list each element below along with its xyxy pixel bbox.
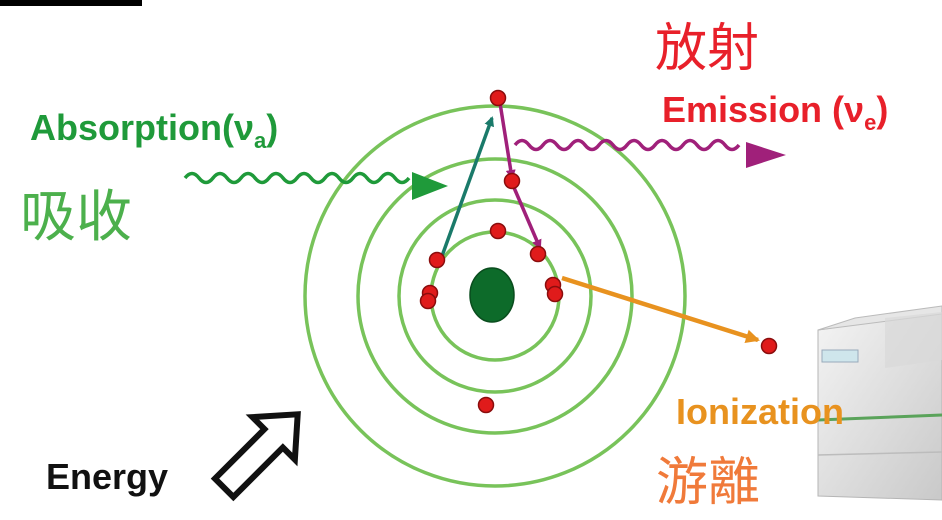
orbit-rings xyxy=(303,104,687,488)
energy-arrow-icon xyxy=(210,411,301,502)
electron-top xyxy=(489,89,507,107)
ionization-label: Ionization xyxy=(676,391,844,432)
absorption-label: Absorption(νa) xyxy=(30,107,278,153)
absorption-cn-label: 吸收 xyxy=(20,185,132,250)
ionization-cn-label: 游離 xyxy=(656,453,760,513)
electron-bottom xyxy=(477,396,495,414)
spectrometer-instrument-icon xyxy=(817,305,942,501)
emission-label: Emission (νe) xyxy=(662,89,888,135)
emission-transition-arrow-1 xyxy=(498,102,516,180)
absorption-wave xyxy=(183,171,411,185)
electrons xyxy=(419,89,778,414)
electron-left-3 xyxy=(419,292,437,310)
electron-upper xyxy=(503,172,521,190)
orbit-ring-2 xyxy=(397,198,593,394)
electron-right-3 xyxy=(546,285,564,303)
electron-ionized xyxy=(760,337,778,355)
nucleus xyxy=(469,267,515,323)
emission-wave xyxy=(513,138,741,152)
orbit-ring-4 xyxy=(303,104,687,488)
absorption-transition-arrow xyxy=(440,116,494,257)
electron-inner-top xyxy=(489,222,507,240)
emission-transition-arrow-2 xyxy=(510,182,542,250)
absorption-arrowhead xyxy=(412,172,448,200)
corner-bar xyxy=(0,0,142,6)
emission-cn-label: 放射 xyxy=(655,19,759,79)
ionization-arrow xyxy=(561,275,760,344)
electron-left xyxy=(428,251,446,269)
orbit-ring-3 xyxy=(356,157,634,435)
emission-arrowhead xyxy=(746,142,786,168)
energy-label: Energy xyxy=(46,456,168,497)
electron-right xyxy=(529,245,547,263)
